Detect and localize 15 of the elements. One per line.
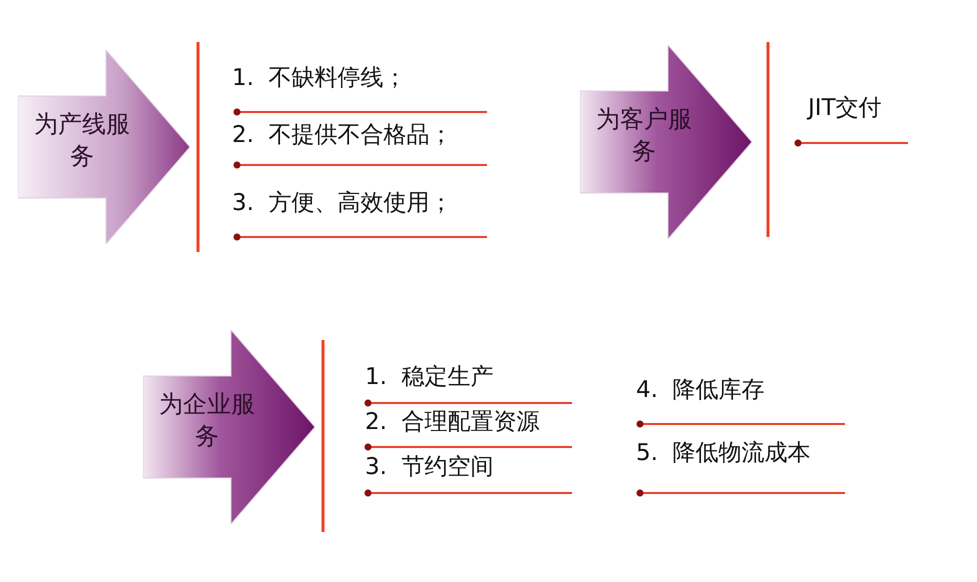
block-arrow <box>143 330 315 524</box>
list-item-text: 4. 降低库存 <box>636 376 765 405</box>
list-item-text: JIT交付 <box>808 94 882 123</box>
list-item-text: 2. 合理配置资源 <box>365 408 540 437</box>
list-item-text: 2. 不提供不合格品； <box>232 121 453 150</box>
list-item-text: 3. 方便、高效使用； <box>232 189 453 218</box>
list-item-text: 1. 不缺料停线； <box>232 64 407 93</box>
block-arrow <box>580 45 752 239</box>
list-item-text: 3. 节约空间 <box>365 453 494 482</box>
arrow-label: 为客户服务 <box>596 104 692 167</box>
list-item-text: 5. 降低物流成本 <box>636 439 811 468</box>
arrow-label: 为企业服务 <box>159 389 255 452</box>
arrow-label: 为产线服务 <box>34 109 130 172</box>
list-item-text: 1. 稳定生产 <box>365 363 494 392</box>
block-arrow <box>18 50 190 244</box>
